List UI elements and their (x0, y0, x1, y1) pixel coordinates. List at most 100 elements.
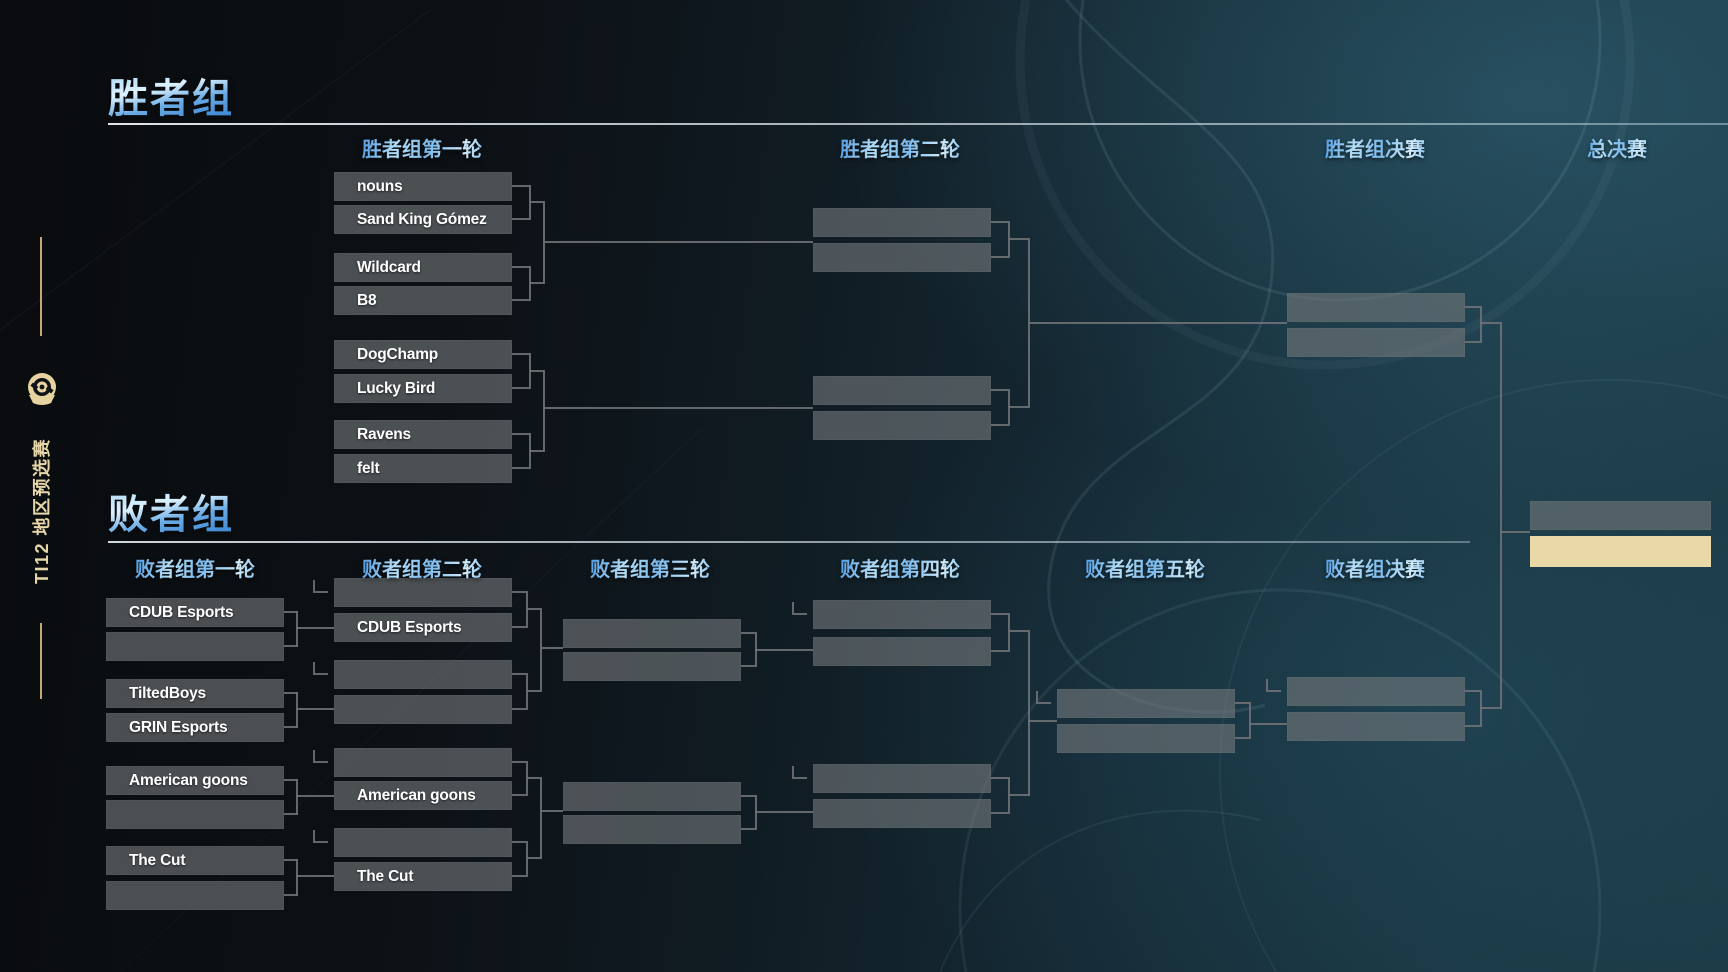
bracket-connector-line (526, 690, 540, 692)
bracket-connector-line (540, 608, 542, 692)
team-slot-wb-final-top[interactable] (1287, 293, 1465, 322)
bracket-connector-line (991, 613, 1008, 615)
bracket-connector-line (755, 649, 813, 651)
bracket-connector-line (1465, 341, 1480, 343)
team-name: The Cut (357, 868, 414, 885)
loser-drop-in-marker-icon (313, 580, 328, 593)
team-slot-wb-r1-m2-top[interactable]: Wildcard (334, 253, 512, 282)
bracket-connector-line (512, 761, 526, 763)
bracket-connector-line (1480, 707, 1500, 709)
bracket-connector-line (741, 665, 755, 667)
team-slot-lb-final-top[interactable] (1287, 677, 1465, 706)
team-slot-lb-r4-m2-bottom[interactable] (813, 799, 991, 828)
bracket-connector-line (512, 841, 526, 843)
bracket-connector-line (1008, 794, 1028, 796)
team-slot-lb-r2-m4-bottom[interactable]: The Cut (334, 862, 512, 891)
team-slot-wb-r2-m1-bottom[interactable] (813, 243, 991, 272)
team-slot-lb-r3-m1-top[interactable] (563, 619, 741, 648)
loser-drop-in-marker-icon (1266, 679, 1281, 692)
bracket-connector-line (296, 795, 334, 797)
bracket-connector-line (1008, 613, 1010, 652)
team-name: CDUB Esports (357, 619, 462, 636)
team-slot-wb-r2-m1-top[interactable] (813, 208, 991, 237)
bracket-connector-line (1465, 725, 1480, 727)
team-slot-grand-final-bottom[interactable] (1530, 536, 1711, 567)
team-slot-lb-r1-m3-top[interactable]: American goons (106, 766, 284, 795)
team-slot-lb-r3-m1-bottom[interactable] (563, 652, 741, 681)
bracket-connector-line (296, 875, 334, 877)
bracket-connector-line (512, 875, 526, 877)
sidebar-rule-top (40, 237, 42, 336)
bracket-connector-line (512, 185, 529, 187)
loser-drop-in-marker-icon (1036, 691, 1051, 704)
bracket-connector-line (741, 795, 755, 797)
bracket-connector-line (512, 433, 529, 435)
team-slot-lb-r4-m1-top[interactable] (813, 600, 991, 629)
bracket-connector-line (512, 626, 526, 628)
team-slot-lb-r1-m4-bottom[interactable] (106, 881, 284, 910)
team-slot-lb-r1-m4-top[interactable]: The Cut (106, 846, 284, 875)
bracket-connector-line (741, 632, 755, 634)
team-slot-lb-r2-m2-bottom[interactable] (334, 695, 512, 724)
round-label-lb-final: 败者组决赛 (1325, 553, 1425, 582)
team-slot-lb-r2-m3-top[interactable] (334, 748, 512, 777)
team-slot-lb-final-bottom[interactable] (1287, 712, 1465, 741)
bracket-connector-line (741, 828, 755, 830)
bracket-connector-line (1480, 306, 1482, 343)
bracket-connector-line (296, 708, 334, 710)
loser-drop-in-marker-icon (313, 662, 328, 675)
team-slot-wb-r1-m3-top[interactable]: DogChamp (334, 340, 512, 369)
team-slot-lb-r2-m1-top[interactable] (334, 578, 512, 607)
team-slot-grand-final-top[interactable] (1530, 501, 1711, 530)
team-slot-wb-r1-m1-bottom[interactable]: Sand King Gómez (334, 205, 512, 234)
team-slot-lb-r1-m1-top[interactable]: CDUB Esports (106, 598, 284, 627)
round-label-wb-r1: 胜者组第一轮 (362, 133, 482, 162)
team-slot-lb-r2-m2-top[interactable] (334, 660, 512, 689)
bracket-connector-line (526, 777, 540, 779)
team-slot-lb-r5-m1-top[interactable] (1057, 689, 1235, 718)
team-slot-lb-r1-m2-top[interactable]: TiltedBoys (106, 679, 284, 708)
team-slot-wb-r1-m3-bottom[interactable]: Lucky Bird (334, 374, 512, 403)
bracket-connector-line (991, 424, 1008, 426)
bracket-connector-line (1235, 702, 1249, 704)
team-slot-wb-r2-m2-top[interactable] (813, 376, 991, 405)
bracket-connector-line (284, 779, 298, 781)
bracket-connector-line (296, 779, 298, 815)
bracket-connector-line (526, 841, 528, 877)
bracket-connector-line (526, 608, 540, 610)
team-slot-lb-r4-m1-bottom[interactable] (813, 637, 991, 666)
team-slot-lb-r2-m3-bottom[interactable]: American goons (334, 781, 512, 810)
winners-divider (108, 123, 1728, 125)
team-slot-lb-r1-m3-bottom[interactable] (106, 800, 284, 829)
team-slot-wb-final-bottom[interactable] (1287, 328, 1465, 357)
round-label-wb-final: 胜者组决赛 (1325, 133, 1425, 162)
team-name: DogChamp (357, 346, 439, 363)
bracket-connector-line (512, 591, 526, 593)
bracket-connector-line (1480, 322, 1500, 324)
team-slot-lb-r2-m4-top[interactable] (334, 828, 512, 857)
bracket-connector-line (296, 627, 334, 629)
team-slot-lb-r5-m1-bottom[interactable] (1057, 724, 1235, 753)
team-slot-lb-r3-m2-top[interactable] (563, 782, 741, 811)
team-slot-wb-r1-m4-bottom[interactable]: felt (334, 454, 512, 483)
round-label-grand-final: 总决赛 (1587, 133, 1647, 162)
team-slot-wb-r2-m2-bottom[interactable] (813, 411, 991, 440)
loser-drop-in-marker-icon (792, 602, 807, 615)
team-slot-lb-r1-m1-bottom[interactable] (106, 632, 284, 661)
team-slot-lb-r2-m1-bottom[interactable]: CDUB Esports (334, 613, 512, 642)
team-name: American goons (129, 772, 248, 789)
team-slot-lb-r3-m2-bottom[interactable] (563, 815, 741, 844)
bracket-connector-line (512, 218, 529, 220)
bracket-connector-line (284, 645, 298, 647)
team-slot-wb-r1-m2-bottom[interactable]: B8 (334, 286, 512, 315)
winners-bracket-title: 胜者组 (108, 66, 234, 124)
team-slot-wb-r1-m4-top[interactable]: Ravens (334, 420, 512, 449)
team-slot-lb-r4-m2-top[interactable] (813, 764, 991, 793)
bracket-connector-line (1500, 531, 1530, 533)
round-label-lb-r3: 败者组第三轮 (590, 553, 710, 582)
bracket-connector-line (540, 810, 563, 812)
team-slot-wb-r1-m1-top[interactable]: nouns (334, 172, 512, 201)
team-slot-lb-r1-m2-bottom[interactable]: GRIN Esports (106, 713, 284, 742)
sidebar-event-title: TI12 地区预选赛 (32, 437, 52, 585)
team-name: nouns (357, 178, 403, 195)
